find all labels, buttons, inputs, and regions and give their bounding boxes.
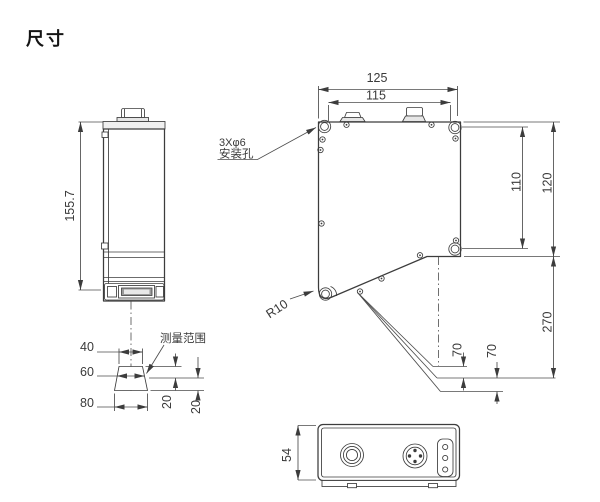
dimension-lines: [77, 86, 560, 481]
dim-beam-width-mid: 60: [80, 365, 94, 379]
dim-front-width: 125: [367, 71, 388, 85]
dim-front-range-upper: 70: [451, 343, 465, 357]
top-cap: [102, 121, 166, 130]
dim-front-height: 120: [541, 173, 555, 194]
dim-hole-spacing-x: 115: [366, 89, 386, 103]
m12-connector: [402, 443, 428, 469]
measure-level-lines: [433, 366, 556, 392]
mounting-hole-top-right: [448, 120, 462, 135]
dim-side-height: 155.7: [63, 190, 77, 221]
laser-beam-lines: [357, 292, 441, 392]
top-bump-large: [401, 107, 427, 122]
led-indicator-strip: [437, 438, 454, 477]
mounting-hole-bottom-left: [318, 286, 337, 301]
top-bump-small: [339, 112, 366, 122]
side-view: [101, 108, 166, 391]
dim-reference-distance: 270: [541, 312, 555, 333]
mounting-hole-top-left: [317, 119, 332, 134]
note-mount-holes-line2: 安装孔: [219, 147, 254, 161]
panel-screws: [317, 121, 460, 295]
lens-connector: [340, 443, 364, 467]
top-connector-knob: [116, 108, 149, 122]
mount-plate: [321, 480, 457, 487]
front-body-outline: [317, 121, 462, 300]
dim-front-range-lower: 70: [485, 344, 499, 358]
dim-hole-spacing-y: 110: [510, 172, 524, 192]
note-mount-holes-line1: 3Xφ6: [219, 137, 246, 149]
page-title: 尺寸: [26, 28, 66, 49]
dim-beam-width-far: 80: [80, 396, 94, 410]
bottom-view: [317, 423, 461, 489]
label-measure-range: 测量范围: [160, 331, 206, 345]
bottom-connector-socket: [104, 283, 165, 301]
dim-beam-width-near: 40: [80, 340, 94, 354]
dim-bottom-depth: 54: [280, 448, 294, 462]
dim-side-range-lower: 20: [189, 400, 203, 414]
dim-side-range-upper: 20: [160, 395, 174, 409]
measure-range-trapezoid: [113, 366, 149, 391]
dim-corner-radius: R10: [264, 297, 291, 321]
side-body: [102, 128, 166, 302]
front-view: [317, 107, 556, 392]
